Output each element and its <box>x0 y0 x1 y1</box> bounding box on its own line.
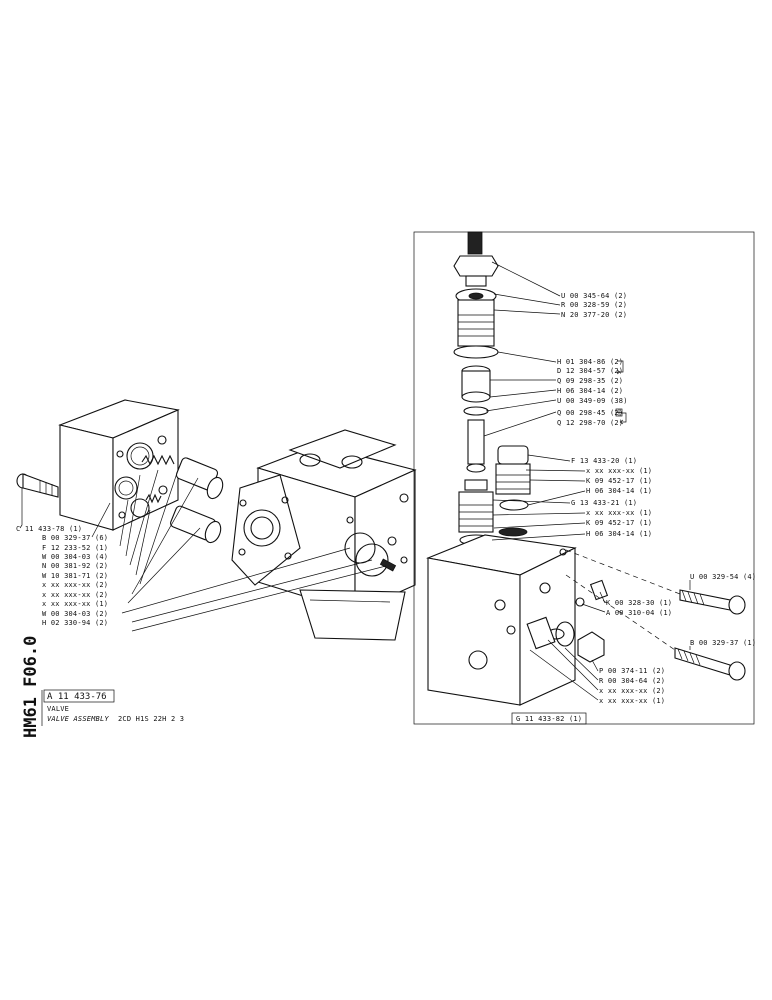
callout-rm-6: K 09 452-17 (1) <box>586 519 652 527</box>
callout-rt-7: U 00 349-09 (38) <box>557 397 628 405</box>
callout-rb-3: x xx xxx-xx (1) <box>599 697 665 705</box>
callout-left-6: x xx xxx-xx (2) <box>42 581 108 589</box>
left-springs <box>130 454 224 544</box>
callout-left-9: W 00 304-03 (2) <box>42 610 108 618</box>
callout-left-0: C 11 433-78 (1) <box>16 525 82 533</box>
callout-rt-5: Q 09 298-35 (2) <box>557 377 623 385</box>
callout-rm-4: G 13 433-21 (1) <box>571 499 637 507</box>
callout-left-2: F 12 233-52 (1) <box>42 544 108 552</box>
bolt-callout-list: U 00 329-54 (4) B 00 329-37 (1) <box>690 573 756 647</box>
callout-rt-1: R 00 328-59 (2) <box>561 301 627 309</box>
right-bottom-callout-list: P 00 374-11 (2) R 00 304-64 (2) x xx xxx… <box>599 667 665 705</box>
callout-rb-0: P 00 374-11 (2) <box>599 667 665 675</box>
callout-rl-0: K 00 328-30 (1) <box>606 599 672 607</box>
subassembly-label-box: G 11 433-82 (1) <box>511 712 587 725</box>
left-callout-list: C 11 433-78 (1) B 00 329-37 (6) F 12 233… <box>16 525 108 627</box>
leader-lines <box>19 261 691 701</box>
title-block: A 11 433-76 VALVE VALVE ASSEMBLY 2CD H1S… <box>41 689 184 726</box>
callout-rt-2: N 20 377-20 (2) <box>561 311 627 319</box>
callout-rl-1: A 00 310-04 (1) <box>606 609 672 617</box>
callout-left-5: W 10 381-71 (2) <box>42 572 108 580</box>
assembly-lines <box>565 549 681 651</box>
callout-rt-3: H 01 304-86 (2) <box>557 358 623 366</box>
valve-block <box>426 534 609 706</box>
callout-rm-7: H 06 304-14 (1) <box>586 530 652 538</box>
callout-left-7: x xx xxx-xx (2) <box>42 591 108 599</box>
callout-left-10: H 02 330-94 (2) <box>42 619 108 627</box>
callout-rt-8: Q 00 298-45 (2) <box>557 409 623 417</box>
callout-bolt-1: B 00 329-37 (1) <box>690 639 756 647</box>
title-line-2-suffix: 2CD H1S 22H 2 3 <box>118 715 184 723</box>
title-part-number: A 11 433-76 <box>47 692 107 702</box>
callout-rt-9: Q 12 298-70 (2) <box>557 419 623 427</box>
callout-rb-1: R 00 304-64 (2) <box>599 677 665 685</box>
right-top-callout-list: U 00 345-64 (2) R 00 328-59 (2) N 20 377… <box>557 292 628 427</box>
subassembly-label: G 11 433-82 (1) <box>516 715 582 723</box>
title-line-1: VALVE <box>47 705 69 713</box>
long-bolts <box>674 589 746 681</box>
callout-rt-4: D 12 304-57 (2) <box>557 367 623 375</box>
callout-rm-2: K 09 452-17 (1) <box>586 477 652 485</box>
right-mid-callout-list: F 13 433-20 (1) x xx xxx-xx (1) K 09 452… <box>571 457 652 538</box>
left-bolt <box>16 473 59 498</box>
callout-left-4: N 00 381-92 (2) <box>42 562 108 570</box>
main-valve-body <box>231 429 417 641</box>
callout-rm-3: H 06 304-14 (1) <box>586 487 652 495</box>
callout-rm-5: x xx xxx-xx (1) <box>586 509 652 517</box>
right-low-callout-list: K 00 328-30 (1) A 00 310-04 (1) <box>606 599 672 617</box>
callout-left-3: W 00 304-03 (4) <box>42 553 108 561</box>
title-line-2: VALVE ASSEMBLY <box>47 715 109 723</box>
callout-bolt-0: U 00 329-54 (4) <box>690 573 756 581</box>
callout-rm-1: x xx xxx-xx (1) <box>586 467 652 475</box>
cartridge-stack <box>453 231 531 546</box>
callout-left-8: x xx xxx-xx (1) <box>42 600 108 608</box>
callout-rm-0: F 13 433-20 (1) <box>571 457 637 465</box>
callout-rt-6: H 06 304-14 (2) <box>557 387 623 395</box>
callout-left-1: B 00 329-37 (6) <box>42 534 108 542</box>
flange-plate <box>58 399 180 531</box>
drawing-code: HM61 F06.0 <box>21 636 41 738</box>
callout-rb-2: x xx xxx-xx (2) <box>599 687 665 695</box>
callout-rt-0: U 00 345-64 (2) <box>561 292 627 300</box>
